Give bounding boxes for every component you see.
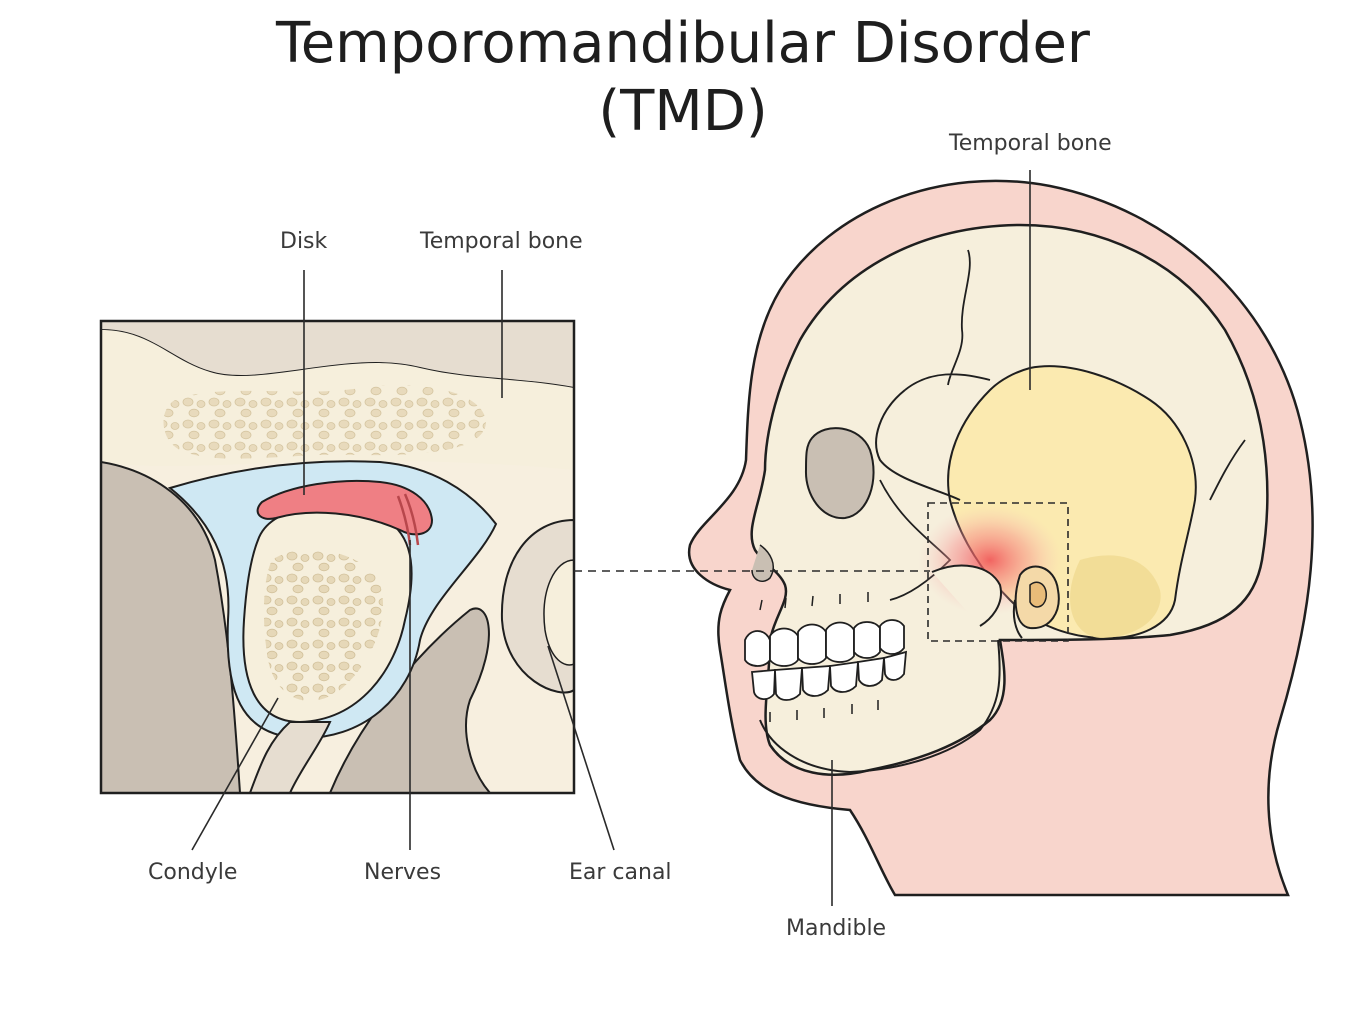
joint-cross-section-inset bbox=[99, 319, 576, 795]
diagram-title-line-2: (TMD) bbox=[598, 79, 768, 144]
tmj-zoom-box bbox=[927, 502, 1069, 642]
upper-teeth bbox=[744, 619, 905, 667]
head-profile bbox=[574, 179, 1314, 897]
skull-sutures bbox=[904, 249, 1246, 501]
mandible bbox=[759, 639, 1001, 774]
label-ear-canal: Ear canal bbox=[569, 860, 672, 885]
label-nerves: Nerves bbox=[364, 860, 442, 885]
leader-condyle bbox=[191, 697, 279, 851]
inset-disk bbox=[256, 479, 434, 536]
lower-teeth bbox=[751, 650, 908, 701]
eye-socket bbox=[804, 427, 875, 520]
inset-left-tissue bbox=[101, 460, 242, 793]
label-temporal-bone-head: Temporal bone bbox=[949, 131, 1112, 156]
label-condyle: Condyle bbox=[148, 860, 238, 885]
diagram-title-line-1: Temporomandibular Disorder bbox=[276, 11, 1090, 76]
leader-ear-canal bbox=[547, 645, 615, 851]
label-temporal-bone-inset: Temporal bone bbox=[420, 229, 583, 254]
label-mandible: Mandible bbox=[786, 916, 887, 941]
leader-lines bbox=[191, 170, 1031, 906]
label-disk: Disk bbox=[280, 229, 328, 254]
